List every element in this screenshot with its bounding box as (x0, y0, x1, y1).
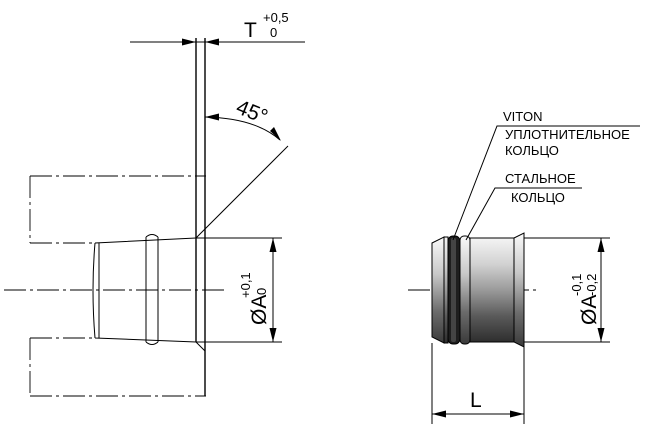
l-arrow-left (432, 410, 446, 418)
fitting-wall (195, 38, 206, 396)
viton-label-line1: VITON (503, 109, 543, 124)
dia-tol-upper-right: -0,1 (569, 274, 584, 296)
dia-tol-upper-left: +0,1 (238, 272, 253, 298)
leader-viton (452, 125, 640, 241)
steel-ring (459, 235, 471, 345)
angle-arrow-1 (205, 113, 219, 121)
viton-label-line2: УПЛОТНИТЕЛЬНОЕ (505, 127, 630, 142)
steel-label-line2: КОЛЬЦО (511, 190, 565, 205)
dia-arrow-top-right (597, 238, 605, 252)
t-tol-upper: +0,5 (263, 10, 289, 25)
t-arrow-left (182, 38, 196, 46)
t-symbol: T (244, 19, 257, 42)
leader-steel (465, 187, 582, 241)
angle-label: 45° (233, 96, 271, 129)
viton-label-line3: КОЛЬЦО (505, 143, 559, 158)
steel-label-line1: СТАЛЬНОЕ (505, 171, 576, 186)
dia-arrow-top (269, 238, 277, 252)
pipe-bead (145, 234, 159, 345)
t-arrow-right (205, 38, 219, 46)
l-arrow-right (510, 410, 524, 418)
fitting-front-groove (443, 236, 449, 344)
chamfer-lower (195, 341, 206, 352)
fitting-rear-flare (513, 232, 525, 348)
right-view: VITON УПЛОТНИТЕЛЬНОЕ КОЛЬЦО СТАЛЬНОЕ КОЛ… (408, 109, 640, 424)
dia-tol-lower-left: 0 (254, 288, 269, 295)
fitting-body (469, 237, 515, 343)
left-view: T +0,5 0 45° ØA +0,1 0 (4, 10, 305, 397)
angle-arrow-2 (270, 127, 281, 141)
dia-arrow-bottom-right (597, 328, 605, 342)
phantom-outline (29, 175, 206, 397)
dia-arrow-bottom (269, 328, 277, 342)
l-symbol: L (470, 389, 482, 412)
t-tol-lower: 0 (270, 25, 277, 40)
dia-symbol-left: ØA (248, 295, 271, 325)
viton-o-ring-highlight (451, 238, 456, 342)
dia-symbol-right: ØA (578, 295, 601, 325)
fitting-front-collar (431, 236, 445, 344)
chamfer-line (195, 145, 289, 239)
dia-tol-lower-right: -0,2 (584, 274, 599, 296)
